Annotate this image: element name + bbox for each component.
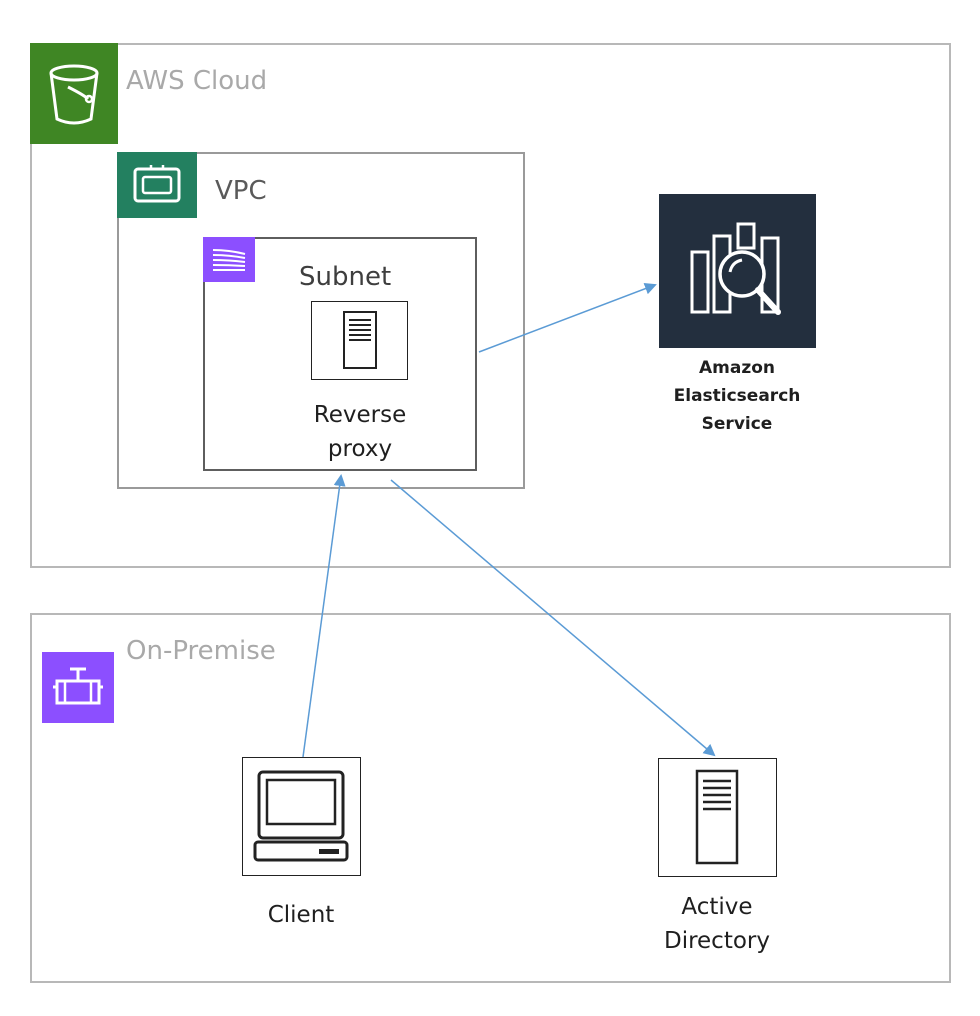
server-icon xyxy=(343,311,377,369)
corporate-datacenter-icon xyxy=(42,652,114,723)
subnet-group xyxy=(203,237,477,471)
elasticsearch-node xyxy=(659,194,816,348)
vpc-icon xyxy=(117,152,197,218)
on-premise-group xyxy=(30,613,951,983)
client-computer-icon xyxy=(253,770,349,862)
reverse-proxy-node xyxy=(311,301,408,380)
elasticsearch-icon xyxy=(690,222,781,315)
aws-cloud-group xyxy=(30,43,951,568)
subnet-title: Subnet xyxy=(299,262,392,292)
reverse-proxy-label-line1: Reverse xyxy=(313,402,407,428)
edge-proxy-to-elasticsearch xyxy=(478,282,657,353)
elasticsearch-label-line2: Elasticsearch xyxy=(673,386,801,406)
vpc-group xyxy=(117,152,525,489)
elasticsearch-label-line1: Amazon xyxy=(698,358,776,378)
client-node xyxy=(242,757,361,876)
active-directory-label-line2: Directory xyxy=(663,928,770,954)
edge-client-to-proxy xyxy=(302,474,346,758)
active-directory-label: Active Directory xyxy=(647,890,787,958)
bucket-icon xyxy=(30,43,118,144)
active-directory-node xyxy=(658,758,777,877)
on-premise-title: On-Premise xyxy=(126,636,276,666)
client-label: Client xyxy=(267,902,335,928)
subnet-icon xyxy=(203,237,255,282)
reverse-proxy-label-line2: proxy xyxy=(327,436,393,462)
reverse-proxy-label: Reverse proxy xyxy=(290,398,430,466)
server-icon xyxy=(695,769,739,865)
active-directory-label-line1: Active xyxy=(681,894,753,920)
edge-proxy-to-active-directory xyxy=(390,479,716,757)
vpc-title: VPC xyxy=(215,176,267,206)
elasticsearch-label-line3: Service xyxy=(701,414,773,434)
elasticsearch-label: Amazon Elasticsearch Service xyxy=(657,354,817,438)
aws-cloud-title: AWS Cloud xyxy=(126,66,268,96)
